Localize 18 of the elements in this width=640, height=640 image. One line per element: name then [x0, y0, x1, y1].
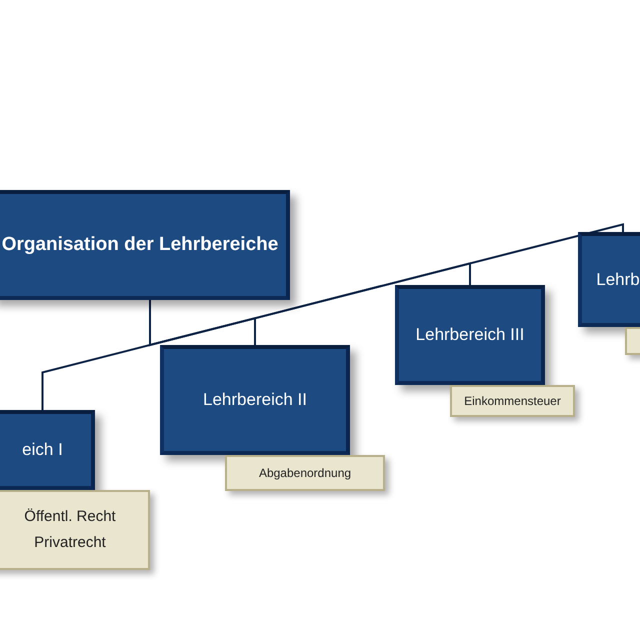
node-label: Abgabenordnung — [258, 465, 352, 482]
subject-plate — [0, 490, 150, 570]
node-label: Privatrecht — [34, 533, 106, 553]
node-label: Öffentl. Recht — [24, 506, 116, 526]
subject-plate — [225, 455, 385, 491]
org-box — [0, 410, 95, 490]
node-label: eich I — [22, 439, 63, 462]
subject-plate — [450, 385, 575, 417]
node-label: Lehrbereich III — [416, 324, 524, 346]
node-label: Lehrbereich II — [203, 389, 307, 412]
node-label: Einkommensteuer — [464, 393, 561, 410]
org-box — [395, 285, 545, 385]
org-box — [160, 345, 350, 455]
node-label: Lehrb — [596, 268, 640, 291]
org-box — [0, 190, 290, 300]
connector-line — [149, 223, 624, 346]
node-label: Organisation der Lehrbereiche — [2, 232, 278, 257]
org-box — [578, 232, 640, 327]
